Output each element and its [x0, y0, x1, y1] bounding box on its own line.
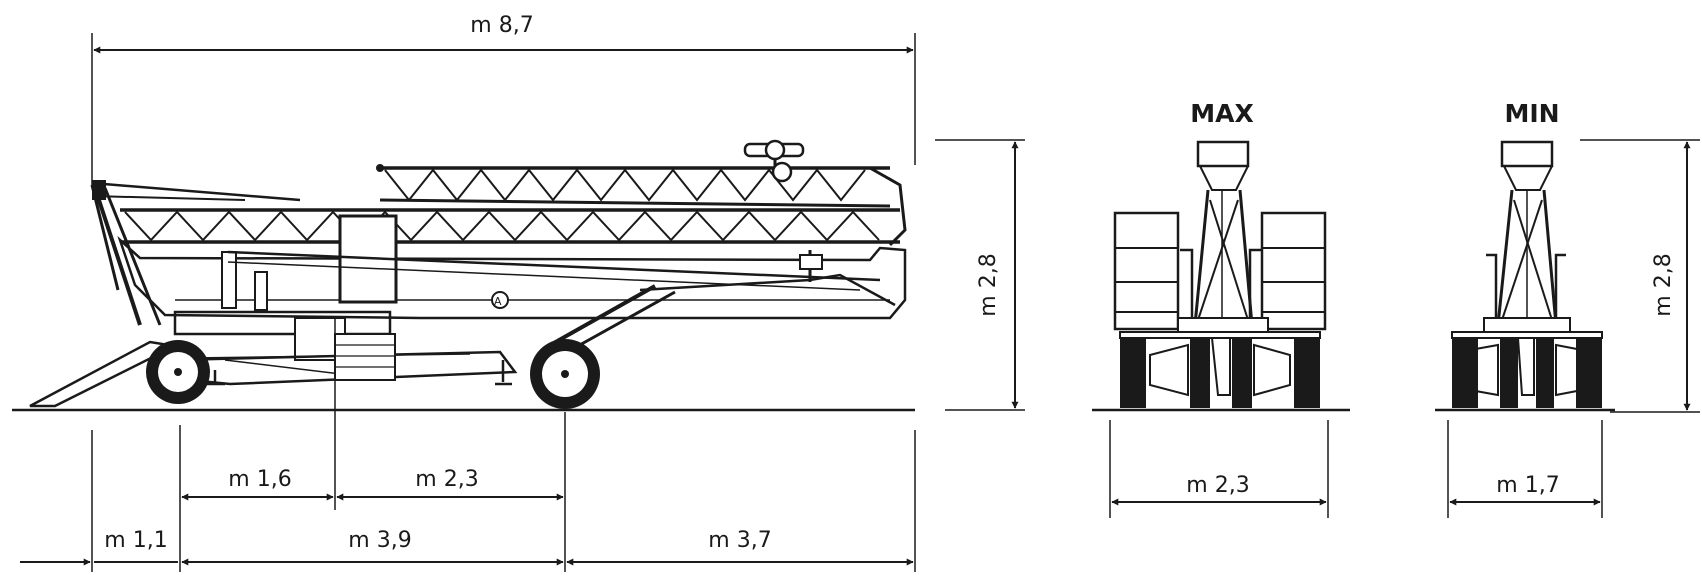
max-counterweight-left: [1113, 211, 1180, 331]
side-dimensions: m 8,7 m 2,8 m 1,6 m 2,3 m 1,1 m 3,9 m 3,…: [20, 13, 1025, 572]
min-tower: [1483, 140, 1571, 333]
min-axle: [1451, 331, 1603, 408]
front-to-rear-axle-label: m 3,9: [348, 528, 411, 553]
front-view-min: MIN m 1,7 m 2,8: [1435, 99, 1700, 518]
front-axle-to-pivot-label: m 1,6: [228, 467, 291, 492]
width-max-label: m 2,3: [1186, 473, 1249, 498]
height-side-label: m 2,8: [976, 253, 1001, 316]
max-view-label: MAX: [1190, 99, 1254, 128]
rear-wheel: [530, 339, 600, 409]
max-tower: [1177, 140, 1269, 333]
width-min-label: m 1,7: [1496, 473, 1559, 498]
height-min-label: m 2,8: [1651, 253, 1676, 316]
tow-to-front-axle-label: m 1,1: [104, 528, 167, 553]
overall-length-label: m 8,7: [470, 13, 533, 38]
front-wheel: [146, 340, 210, 404]
jib-head-pulley: [743, 139, 805, 183]
min-view-label: MIN: [1504, 99, 1559, 128]
svg-text:A: A: [494, 295, 502, 308]
upper-lattice-jib: [376, 164, 907, 247]
lower-lattice-jib: [120, 208, 900, 244]
max-counterweight-right: [1260, 211, 1327, 331]
side-view: A: [12, 139, 915, 510]
rear-overhang-label: m 3,7: [708, 528, 771, 553]
front-view-max: MAX: [1092, 99, 1350, 518]
crane-body: [117, 235, 907, 320]
slewing-frame: A: [221, 250, 896, 358]
pivot-to-rear-axle-label: m 2,3: [415, 467, 478, 492]
chassis: [168, 310, 518, 386]
tail-struts: [90, 180, 301, 326]
max-axle: [1119, 331, 1321, 408]
